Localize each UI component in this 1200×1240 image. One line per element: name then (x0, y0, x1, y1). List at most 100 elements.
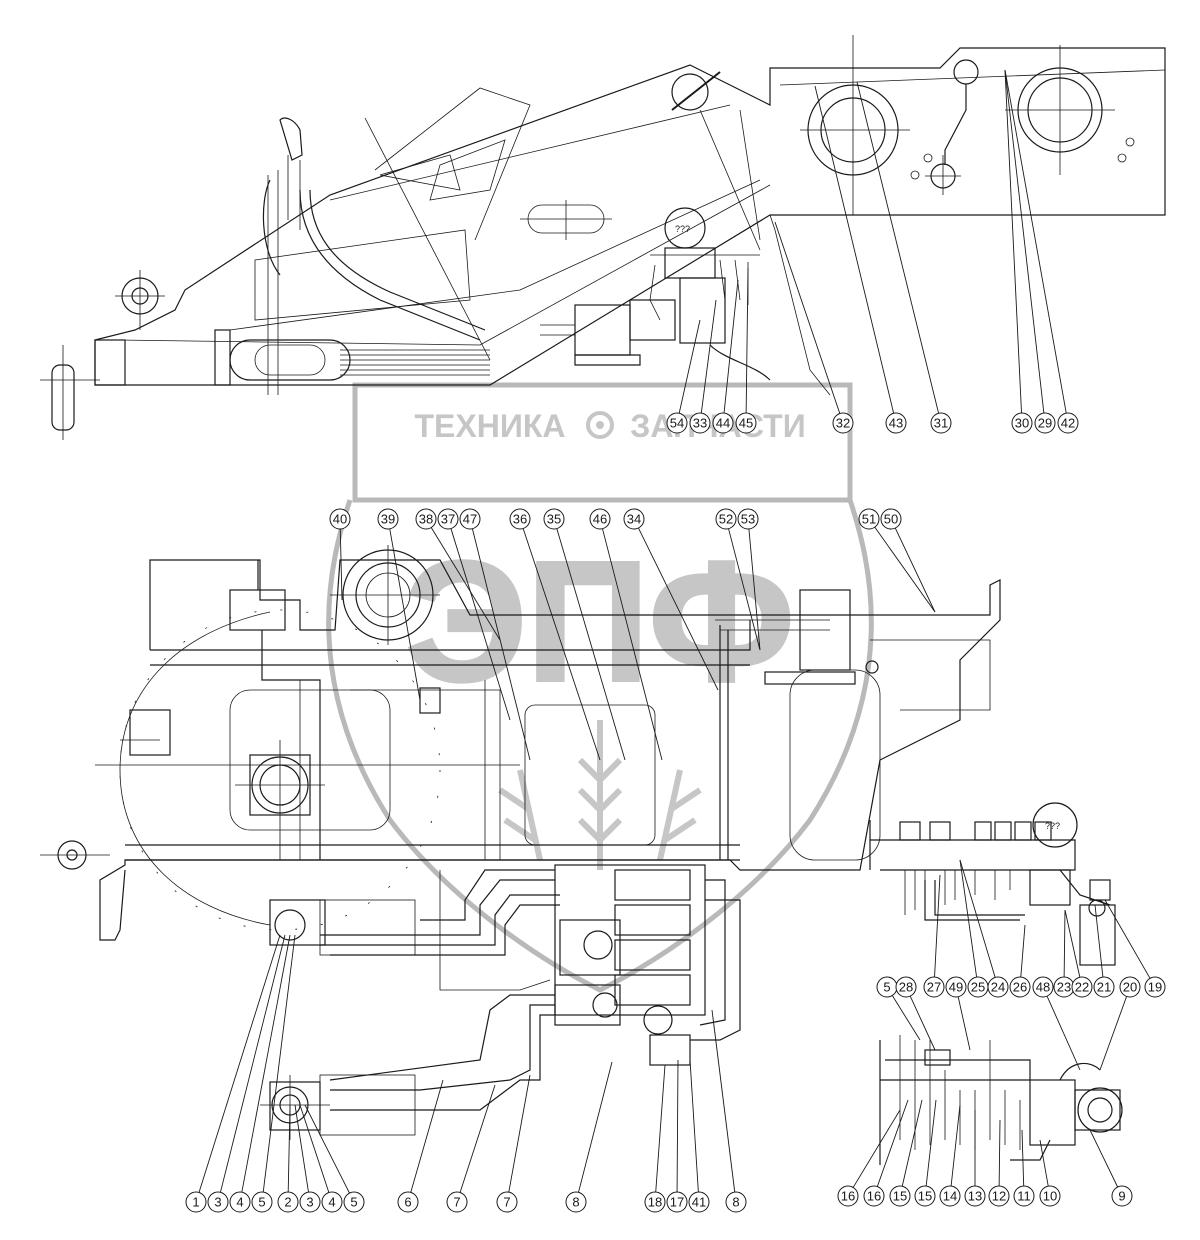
callout-circle (988, 1185, 1010, 1207)
callout-4: 4 (229, 1191, 251, 1213)
callout-number: 52 (719, 512, 733, 527)
callout-circle (1093, 976, 1115, 998)
callout-16: 16 (863, 1185, 885, 1207)
callout-leader (814, 85, 895, 414)
callout-37: 37 (437, 508, 459, 530)
callout-number: 37 (441, 512, 455, 527)
callout-number: 13 (968, 1189, 982, 1204)
callout-leader (748, 528, 761, 651)
callout-leader (950, 1104, 961, 1187)
callout-27: 27 (923, 976, 945, 998)
callout-number: 18 (648, 1195, 662, 1210)
callout-number: 4 (236, 1195, 243, 1210)
callout-number: 27 (927, 980, 941, 995)
callout-number: 16 (867, 1189, 881, 1204)
callout-30: 30 (1011, 412, 1033, 434)
swing-circle (119, 609, 441, 931)
callout-circle (1119, 976, 1141, 998)
callout-4: 4 (321, 1191, 343, 1213)
upper-valve-block (574, 304, 631, 356)
callout-number: 36 (513, 512, 527, 527)
callout-36: 36 (509, 508, 531, 530)
callout-number: 5 (350, 1195, 357, 1210)
callout-28: 28 (895, 976, 917, 998)
callout-leader (959, 859, 996, 978)
callout-leader (1004, 69, 1022, 414)
callout-leader (339, 528, 343, 601)
callout-leader (856, 81, 940, 414)
callout-leader (901, 1099, 923, 1187)
manifold-filter (1079, 904, 1116, 966)
callout-leader (655, 1064, 666, 1193)
callout-number: 6 (404, 1195, 411, 1210)
callout-42: 42 (1057, 412, 1079, 434)
callout-circle (689, 412, 711, 434)
callout-number: 22 (1075, 980, 1089, 995)
watermark: ТЕХНИКА ЗАПЧАСТИ ЭПФ (326, 382, 874, 993)
callout-25: 25 (967, 976, 989, 998)
callout-number: 4 (328, 1195, 335, 1210)
callout-circle (185, 1191, 207, 1213)
callout-number: 5 (258, 1195, 265, 1210)
callout-circle (277, 1191, 299, 1213)
callout-leader (219, 934, 286, 1193)
callout-number: 21 (1097, 980, 1111, 995)
callout-leader (689, 1059, 699, 1193)
callout-leader (1020, 924, 1026, 978)
callout-number: 25 (971, 980, 985, 995)
callout-number: 42 (1061, 416, 1075, 431)
callout-number: 12 (992, 1189, 1006, 1204)
callout-number: 47 (463, 512, 477, 527)
callout-15: 15 (889, 1185, 911, 1207)
callout-leader (638, 527, 719, 691)
callout-circle (207, 1191, 229, 1213)
callout-number: 54 (670, 416, 684, 431)
callout-47: 47 (459, 508, 481, 530)
callout-15: 15 (914, 1185, 936, 1207)
callout-number: 26 (1013, 980, 1027, 995)
callout-circle (496, 1191, 518, 1213)
callout-circle (666, 1191, 688, 1213)
callout-circle (623, 508, 645, 530)
wheat-emblem (498, 720, 702, 870)
watermark-shield (326, 499, 874, 993)
callout-number: 9 (1118, 1189, 1125, 1204)
callout-number: 11 (1017, 1189, 1031, 1204)
callout-53: 53 (737, 508, 759, 530)
callout-leader (676, 1059, 679, 1193)
callout-circle (1039, 1185, 1061, 1207)
callout-number: 44 (716, 416, 730, 431)
callout-leader (1089, 1129, 1119, 1188)
callout-leader (1046, 995, 1081, 1071)
callout-5: 5 (876, 976, 898, 998)
callout-circle (644, 1191, 666, 1213)
callout-leader (389, 528, 421, 701)
callout-leader (459, 1084, 496, 1193)
callout-leader (1004, 69, 1045, 414)
callout-circle (543, 508, 565, 530)
callout-leader (925, 1099, 937, 1187)
callout-23: 23 (1053, 976, 1075, 998)
callout-circle (1011, 412, 1033, 434)
callout-number: 35 (547, 512, 561, 527)
callout-number: 53 (741, 512, 755, 527)
callout-number: 15 (918, 1189, 932, 1204)
callout-leader (891, 995, 921, 1041)
callout-leader (1063, 909, 1066, 978)
callout-3: 3 (207, 1191, 229, 1213)
callout-circle (837, 1185, 859, 1207)
callout-leader (1094, 904, 1104, 978)
callout-number: 31 (934, 416, 948, 431)
callout-leader (299, 1104, 330, 1193)
callout-51: 51 (858, 508, 880, 530)
callout-number: 30 (1015, 416, 1029, 431)
callout-number: 50 (884, 512, 898, 527)
callout-number: 1 (192, 1195, 199, 1210)
callout-circle (715, 508, 737, 530)
callout-circle (666, 412, 688, 434)
callout-11: 11 (1013, 1185, 1035, 1207)
callout-circle (251, 1191, 273, 1213)
callout-leader (700, 299, 717, 414)
callout-number: 20 (1123, 980, 1137, 995)
